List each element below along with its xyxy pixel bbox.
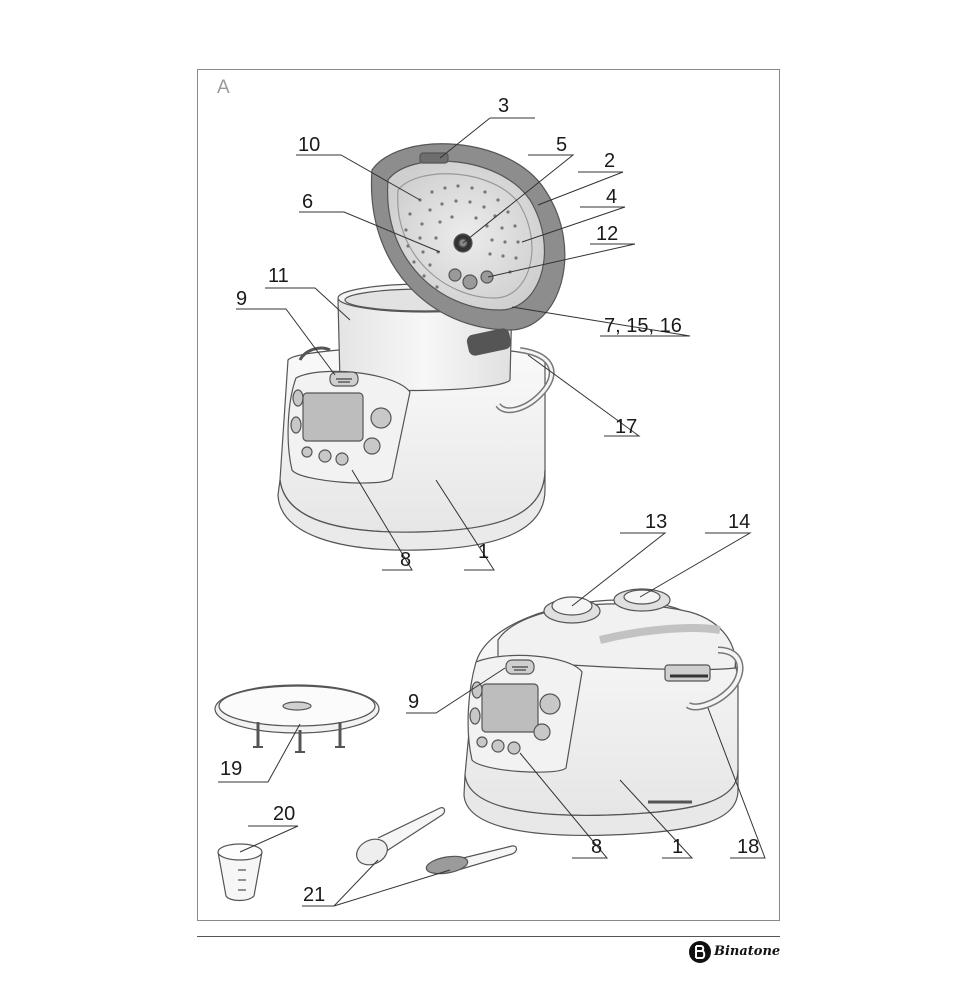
steamer-tray	[214, 684, 380, 753]
closed-cooker	[463, 588, 744, 836]
callout-10: 10	[298, 134, 321, 156]
callout-13: 13	[645, 511, 668, 533]
callout-8-bottom: 8	[591, 836, 603, 858]
callout-14: 14	[728, 511, 751, 533]
callout-18: 18	[737, 836, 760, 858]
callout-4: 4	[606, 186, 618, 208]
panel-letter: A	[217, 77, 230, 98]
callout-11: 11	[268, 265, 289, 287]
binatone-b-logo-icon	[689, 941, 711, 963]
footer-rule	[197, 936, 780, 937]
callout-5: 5	[556, 134, 568, 156]
figure-frame	[197, 69, 780, 921]
serving-spoons	[356, 807, 518, 875]
callout-2: 2	[604, 150, 616, 172]
callout-3: 3	[498, 95, 510, 117]
callout-20: 20	[273, 803, 296, 825]
callout-19: 19	[220, 758, 243, 780]
open-cooker	[277, 143, 566, 551]
callout-7-15-16: 7, 15, 16	[604, 315, 682, 337]
callout-1-bottom: 1	[672, 836, 684, 858]
callout-9-bottom: 9	[408, 691, 420, 713]
callout-9-top: 9	[236, 288, 248, 310]
brand-name: Binatone	[714, 944, 781, 959]
callout-6: 6	[302, 191, 314, 213]
callout-12: 12	[596, 223, 619, 245]
callout-8-top: 8	[400, 549, 412, 571]
callout-21: 21	[303, 884, 326, 906]
measuring-cup	[217, 843, 263, 902]
callout-1-top: 1	[478, 541, 490, 563]
leader-lines	[218, 117, 766, 907]
callout-17: 17	[615, 416, 638, 438]
